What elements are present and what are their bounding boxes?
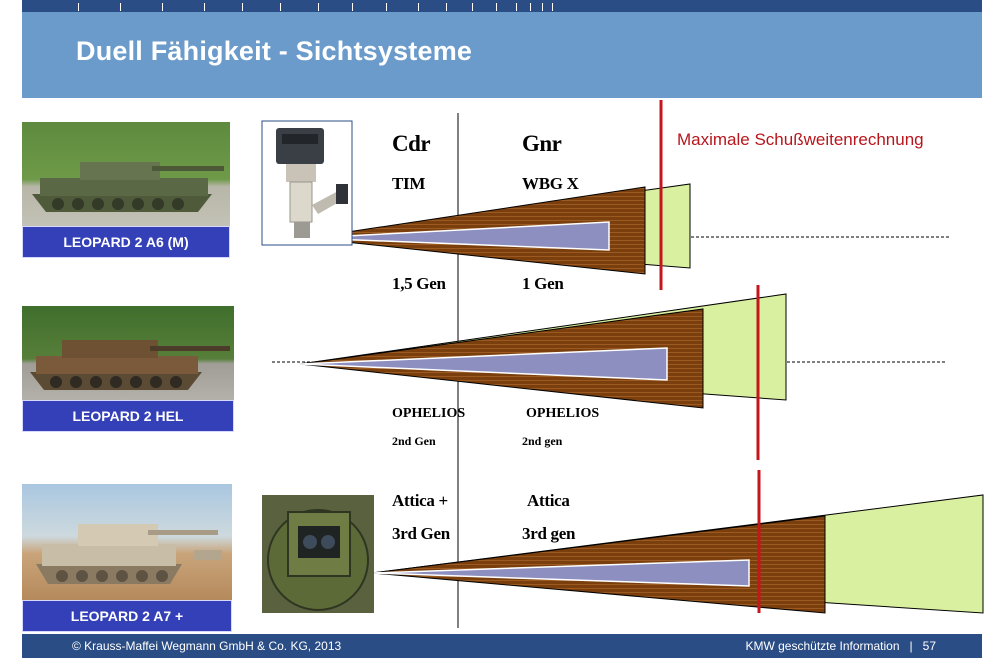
row1-cdr-generation: 1,5 Gen xyxy=(392,274,446,293)
max-range-annotation: Maximale Schußweitenrechnung xyxy=(677,130,924,149)
ruler-tick xyxy=(542,3,543,11)
tank-label-leopard-hel: LEOPARD 2 HEL xyxy=(22,400,234,432)
ruler-tick xyxy=(120,3,121,11)
ruler-tick xyxy=(530,3,531,11)
tank-photo-leopard-hel xyxy=(22,306,234,402)
footer-copyright: © Krauss-Maffei Wegmann GmbH & Co. KG, 2… xyxy=(72,639,342,653)
sight-system-picture-tim xyxy=(261,120,353,246)
tank-label-leopard-a6: LEOPARD 2 A6 (M) xyxy=(22,226,230,258)
tank-photo-leopard-a7 xyxy=(22,484,232,600)
column-header-gnr: Gnr xyxy=(522,131,562,156)
ruler-tick xyxy=(162,3,163,11)
ruler-tick xyxy=(280,3,281,11)
row1-gnr-system: WBG X xyxy=(522,174,579,193)
row3-cdr-generation: 3rd Gen xyxy=(392,524,450,543)
ruler-tick xyxy=(552,3,553,11)
slide-footer: © Krauss-Maffei Wegmann GmbH & Co. KG, 2… xyxy=(22,634,982,658)
row2-blue-wedge xyxy=(299,347,668,381)
row3-blue-wedge xyxy=(371,559,750,587)
ruler-tick xyxy=(352,3,353,11)
row2-gnr-system: OPHELIOS xyxy=(526,406,600,421)
row3-gnr-system: Attica xyxy=(527,491,570,510)
row2-gnr-generation: 2nd gen xyxy=(522,434,563,448)
ruler-tick xyxy=(204,3,205,11)
row3-cdr-system: Attica + xyxy=(392,491,448,510)
ruler-tick xyxy=(78,3,79,11)
tank-photo-leopard-a6 xyxy=(22,122,230,226)
row2-cdr-system: OPHELIOS xyxy=(392,406,466,421)
tank-label-leopard-a7: LEOPARD 2 A7 + xyxy=(22,600,232,632)
footer-classification: KMW geschützte Information | 57 xyxy=(745,639,936,653)
row3-gnr-generation: 3rd gen xyxy=(522,524,576,543)
ruler-tick xyxy=(496,3,497,11)
row2-cdr-generation: 2nd Gen xyxy=(392,434,436,448)
top-ruler-bar xyxy=(22,0,982,12)
slide-header: Duell Fähigkeit - Sichtsysteme xyxy=(22,12,982,98)
ruler-tick xyxy=(318,3,319,11)
row1-cdr-system: TIM xyxy=(392,174,426,193)
slide-title: Duell Fähigkeit - Sichtsysteme xyxy=(76,36,473,66)
ruler-tick xyxy=(472,3,473,11)
column-header-cdr: Cdr xyxy=(392,131,431,156)
ruler-tick xyxy=(516,3,517,11)
ruler-tick xyxy=(386,3,387,11)
row1-gnr-generation: 1 Gen xyxy=(522,274,564,293)
ruler-tick xyxy=(446,3,447,11)
row1-blue-wedge xyxy=(307,221,610,251)
sight-system-picture-attica xyxy=(262,495,374,613)
ruler-tick xyxy=(418,3,419,11)
ruler-tick xyxy=(242,3,243,11)
